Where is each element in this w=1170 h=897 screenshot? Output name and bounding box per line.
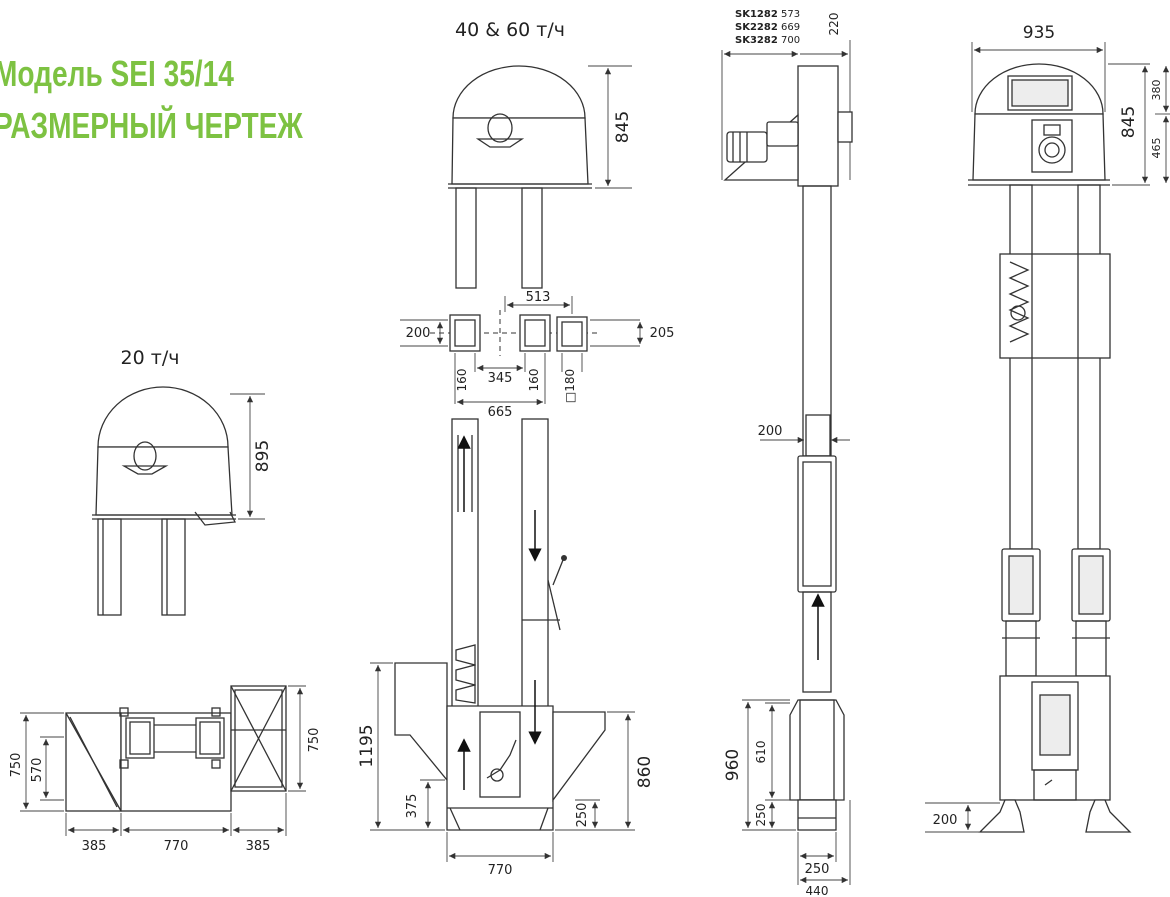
- front-pipe-left: 160: [455, 369, 469, 392]
- right-head-width: 935: [1023, 23, 1055, 43]
- front-boot-width: 770: [488, 863, 513, 878]
- motor-model-2: SK2282: [735, 22, 778, 33]
- plan-width-right: 385: [246, 839, 271, 854]
- plan-view: 750 570 750 385 770 385: [9, 685, 322, 854]
- side-view: SK1282 573 SK2282 669 SK3282 700 220 200: [721, 9, 853, 897]
- front-inlet-height: 375: [405, 794, 420, 819]
- front-boot-height: 1195: [357, 724, 377, 767]
- plan-width-center: 770: [164, 839, 189, 854]
- side-boot-height: 960: [723, 749, 743, 781]
- drawing-subtitle: РАЗМЕРНЫЙ ЧЕРТЕЖ: [0, 105, 303, 146]
- front-capacity-label: 40 & 60 т/ч: [455, 19, 565, 41]
- side-foot-width: 440: [806, 884, 829, 897]
- motor-size-3: 700: [781, 35, 800, 46]
- model-title: Модель SEI 35/14: [0, 53, 234, 94]
- small-head-view: 20 т/ч 895: [92, 347, 273, 616]
- side-bottom-width: 250: [805, 862, 830, 877]
- plan-height-right: 750: [307, 728, 322, 753]
- side-door-height: 610: [754, 741, 768, 764]
- side-base-height: 250: [754, 804, 768, 827]
- plan-height-inner: 570: [30, 758, 45, 783]
- plan-width-left: 385: [82, 839, 107, 854]
- front-base-height: 250: [575, 803, 590, 828]
- front-pipe-gap: 345: [488, 371, 513, 386]
- front-span: 665: [488, 405, 513, 420]
- plan-height-left: 750: [9, 753, 24, 778]
- side-top-offset: 220: [827, 13, 841, 36]
- front-hopper-height: 860: [635, 756, 655, 788]
- motor-size-1: 573: [781, 9, 800, 20]
- side-pipe-width: 200: [758, 424, 783, 439]
- right-upper-part: 380: [1150, 80, 1163, 101]
- front-dim-left-box: 200: [406, 326, 431, 341]
- front-square-size: □180: [563, 369, 577, 403]
- front-pipe-right: 160: [527, 369, 541, 392]
- front-dim-right-box: 205: [650, 326, 675, 341]
- right-view: 935 845 380 465: [925, 23, 1170, 833]
- right-head-height: 845: [1119, 106, 1139, 138]
- front-dim-top: 513: [526, 290, 551, 305]
- drawing-title: Модель SEI 35/14 РАЗМЕРНЫЙ ЧЕРТЕЖ: [0, 48, 303, 152]
- head-dome: [97, 386, 229, 448]
- right-foot-height: 200: [933, 813, 958, 828]
- front-view: 40 & 60 т/ч 845 513 200 205: [357, 19, 674, 878]
- small-capacity-label: 20 т/ч: [121, 347, 180, 369]
- small-height-label: 895: [253, 440, 273, 472]
- motor-model-1: SK1282: [735, 9, 778, 20]
- motor-size-2: 669: [781, 22, 800, 33]
- front-head-height: 845: [613, 111, 633, 143]
- right-lower-part: 465: [1150, 138, 1163, 159]
- head-body: [95, 446, 233, 516]
- motor-model-3: SK3282: [735, 35, 778, 46]
